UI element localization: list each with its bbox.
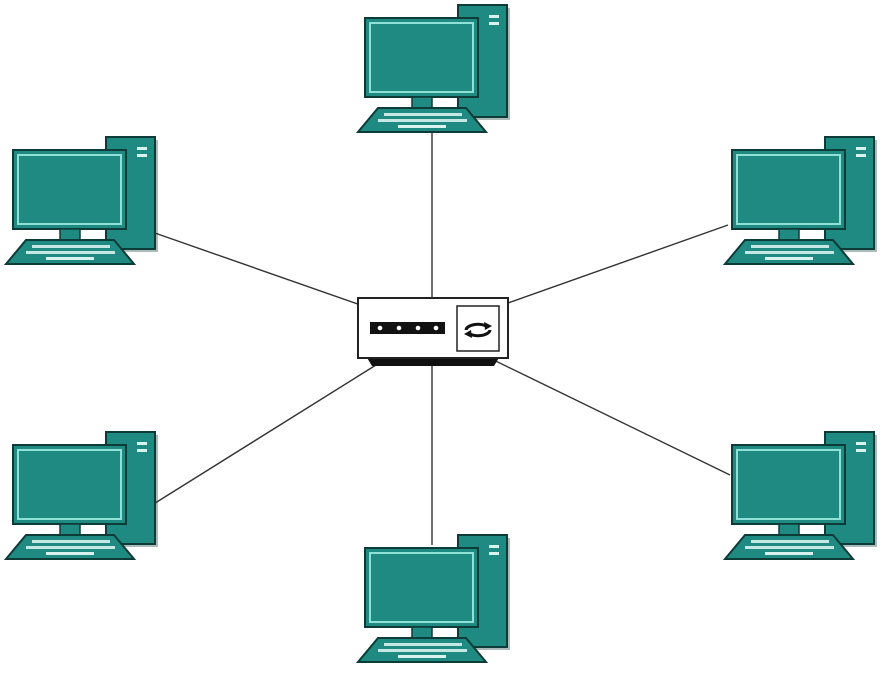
desktop-computer-icon-top — [357, 4, 511, 133]
desktop-computer-icon-upper-right — [724, 136, 878, 265]
network-switch-icon — [357, 297, 509, 366]
desktop-computer-icon-upper-left — [5, 136, 159, 265]
desktop-computer-icon-lower-left — [5, 431, 159, 560]
switch-ports — [370, 322, 445, 334]
desktop-computer-icon-lower-right — [724, 431, 878, 560]
desktop-computer-icon-bottom — [357, 534, 511, 663]
